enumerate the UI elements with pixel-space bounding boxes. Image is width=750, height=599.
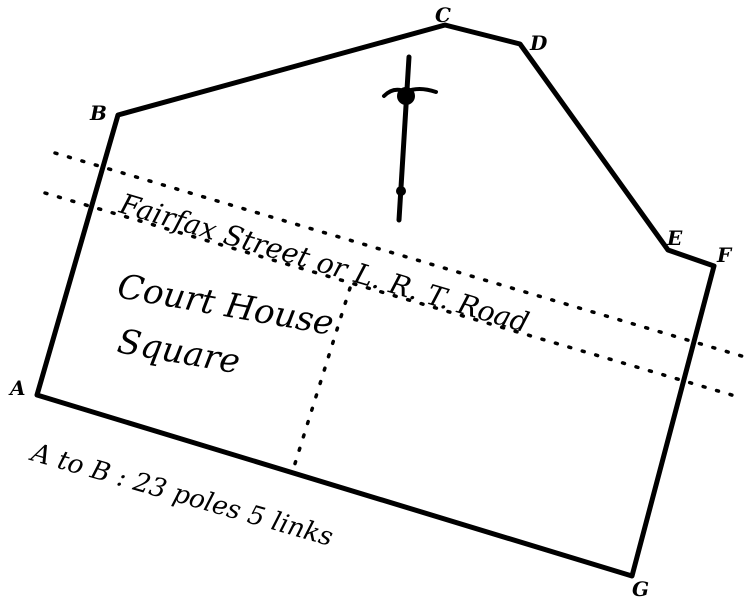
vertex-f-label: F [716, 243, 733, 267]
north-arrow-icon [382, 54, 438, 223]
vertex-c-label: C [435, 3, 451, 27]
parcel-boundary [34, 22, 717, 579]
measurement-note: A to B : 23 poles 5 links [26, 437, 336, 552]
street-edge-south [43, 191, 744, 400]
vertex-a-label: A [8, 376, 26, 400]
parcel-name-line2: Square [114, 321, 243, 382]
vertex-e-label: E [666, 226, 683, 250]
vertex-g-label: G [632, 577, 649, 599]
vertex-d-label: D [529, 31, 548, 55]
vertex-b-label: B [89, 101, 107, 125]
